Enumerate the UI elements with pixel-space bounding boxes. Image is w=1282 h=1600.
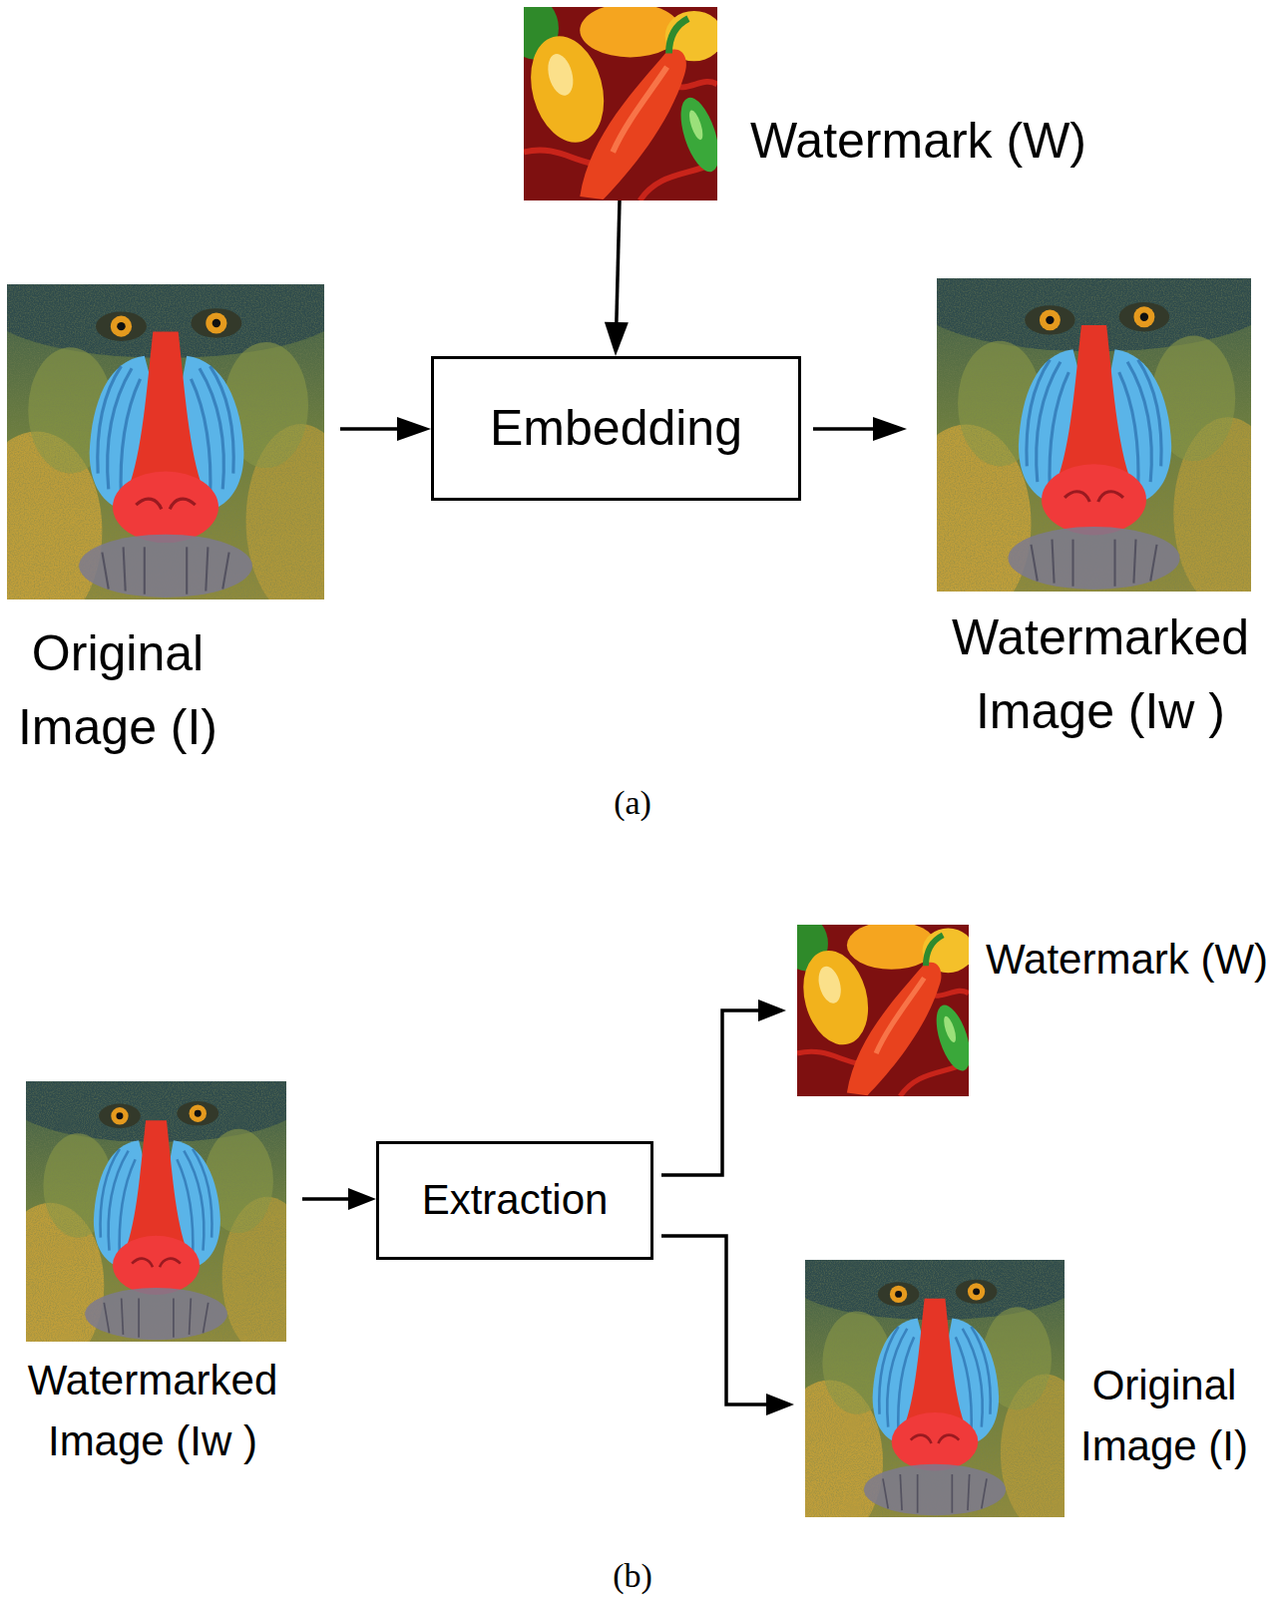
image-caption: Watermarked Image (Iw ) [12, 1350, 293, 1473]
caption-group: Watermark (W) [750, 103, 1170, 178]
arrow-head [348, 1188, 377, 1211]
image-caption: Watermarked Image (Iw ) [940, 600, 1261, 749]
panel-label: (a) [572, 786, 693, 821]
arrow-head [604, 322, 629, 357]
image-frame: Watermark (W) [523, 6, 718, 201]
mandrill-photo [900, 251, 1282, 624]
caption-group: Watermarked Image (Iw ) [12, 1350, 293, 1473]
image-caption: Original Image (I) [0, 616, 253, 765]
connector-arrow [661, 999, 787, 1176]
image-frame: Original Image (I) [6, 284, 325, 600]
connector-line [661, 1236, 769, 1405]
image-caption: Watermark (W) [750, 103, 1170, 178]
arrow-head [397, 417, 431, 441]
connector-line [813, 427, 875, 431]
image-frame: Watermarked Image (Iw ) [25, 1081, 287, 1342]
arrow-head [758, 999, 787, 1022]
mandrill-photo [776, 1238, 1091, 1544]
connector-line [616, 200, 620, 325]
caption-group: Watermark (W) [985, 929, 1278, 991]
mandrill-photo [0, 1058, 313, 1368]
process-box: Extraction [376, 1141, 654, 1261]
peppers-photo [783, 915, 977, 1097]
image-frame: Watermarked Image (Iw ) [936, 278, 1252, 592]
mandrill-photo [0, 257, 357, 632]
image-caption: Watermark (W) [985, 929, 1278, 991]
image-caption: Original Image (I) [1054, 1355, 1275, 1478]
connector-arrow [661, 1236, 795, 1416]
connector-line [340, 427, 400, 431]
connector-arrow [813, 417, 907, 441]
peppers-photo [507, 0, 727, 201]
connector-arrow [604, 200, 629, 357]
image-frame: Watermark (W) [797, 924, 969, 1097]
panel-label: (b) [572, 1559, 693, 1594]
process-box: Embedding [430, 356, 802, 501]
image-frame: Original Image (I) [805, 1260, 1065, 1518]
caption-group: Watermarked Image (Iw ) [940, 600, 1261, 749]
connector-line [302, 1197, 351, 1202]
box-label: Embedding [489, 400, 743, 458]
arrow-head [766, 1393, 795, 1416]
box-label: Extraction [422, 1176, 609, 1225]
connector-arrow [302, 1188, 377, 1211]
connector-arrow [340, 417, 431, 441]
arrow-head [872, 417, 907, 441]
caption-group: Original Image (I) [0, 616, 253, 765]
caption-group: Original Image (I) [1054, 1355, 1275, 1478]
connector-line [661, 1010, 761, 1176]
